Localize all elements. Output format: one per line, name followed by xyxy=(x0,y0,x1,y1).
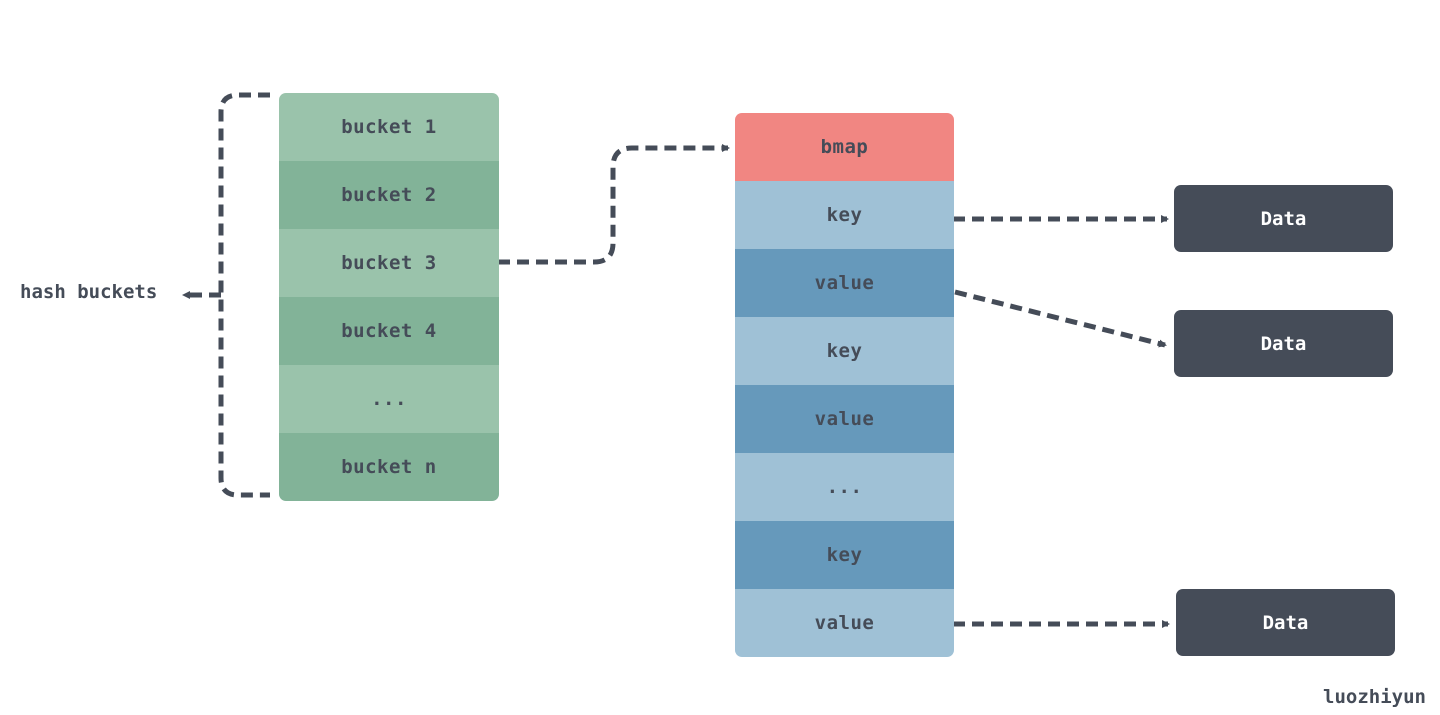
bmap-value-cell: value xyxy=(735,249,954,317)
bmap-key-cell: key xyxy=(735,521,954,589)
value-to-data-arrow xyxy=(954,289,1167,348)
hash-buckets-label: hash buckets xyxy=(20,281,158,303)
bucket-cell: bucket 4 xyxy=(279,297,499,365)
bmap-ellipsis: ... xyxy=(735,453,954,521)
bucket-array: bucket 1 bucket 2 bucket 3 bucket 4 ... … xyxy=(279,93,499,501)
data-box: Data xyxy=(1174,310,1393,377)
bucket-ellipsis: ... xyxy=(279,365,499,433)
bucket-to-bmap-arrow xyxy=(498,144,730,265)
author-watermark: luozhiyun xyxy=(1323,686,1426,708)
bmap-value-cell: value xyxy=(735,589,954,657)
bmap-header: bmap xyxy=(735,113,954,181)
data-box: Data xyxy=(1174,185,1393,252)
bmap-value-cell: value xyxy=(735,385,954,453)
bucket-cell: bucket 3 xyxy=(279,229,499,297)
bmap-key-cell: key xyxy=(735,317,954,385)
bucket-bracket xyxy=(218,92,270,498)
bucket-cell: bucket n xyxy=(279,433,499,501)
bucket-cell: bucket 2 xyxy=(279,161,499,229)
bmap-key-cell: key xyxy=(735,181,954,249)
bmap-structure: bmap key value key value ... key value xyxy=(735,113,954,657)
bucket-cell: bucket 1 xyxy=(279,93,499,161)
data-box: Data xyxy=(1176,589,1395,656)
